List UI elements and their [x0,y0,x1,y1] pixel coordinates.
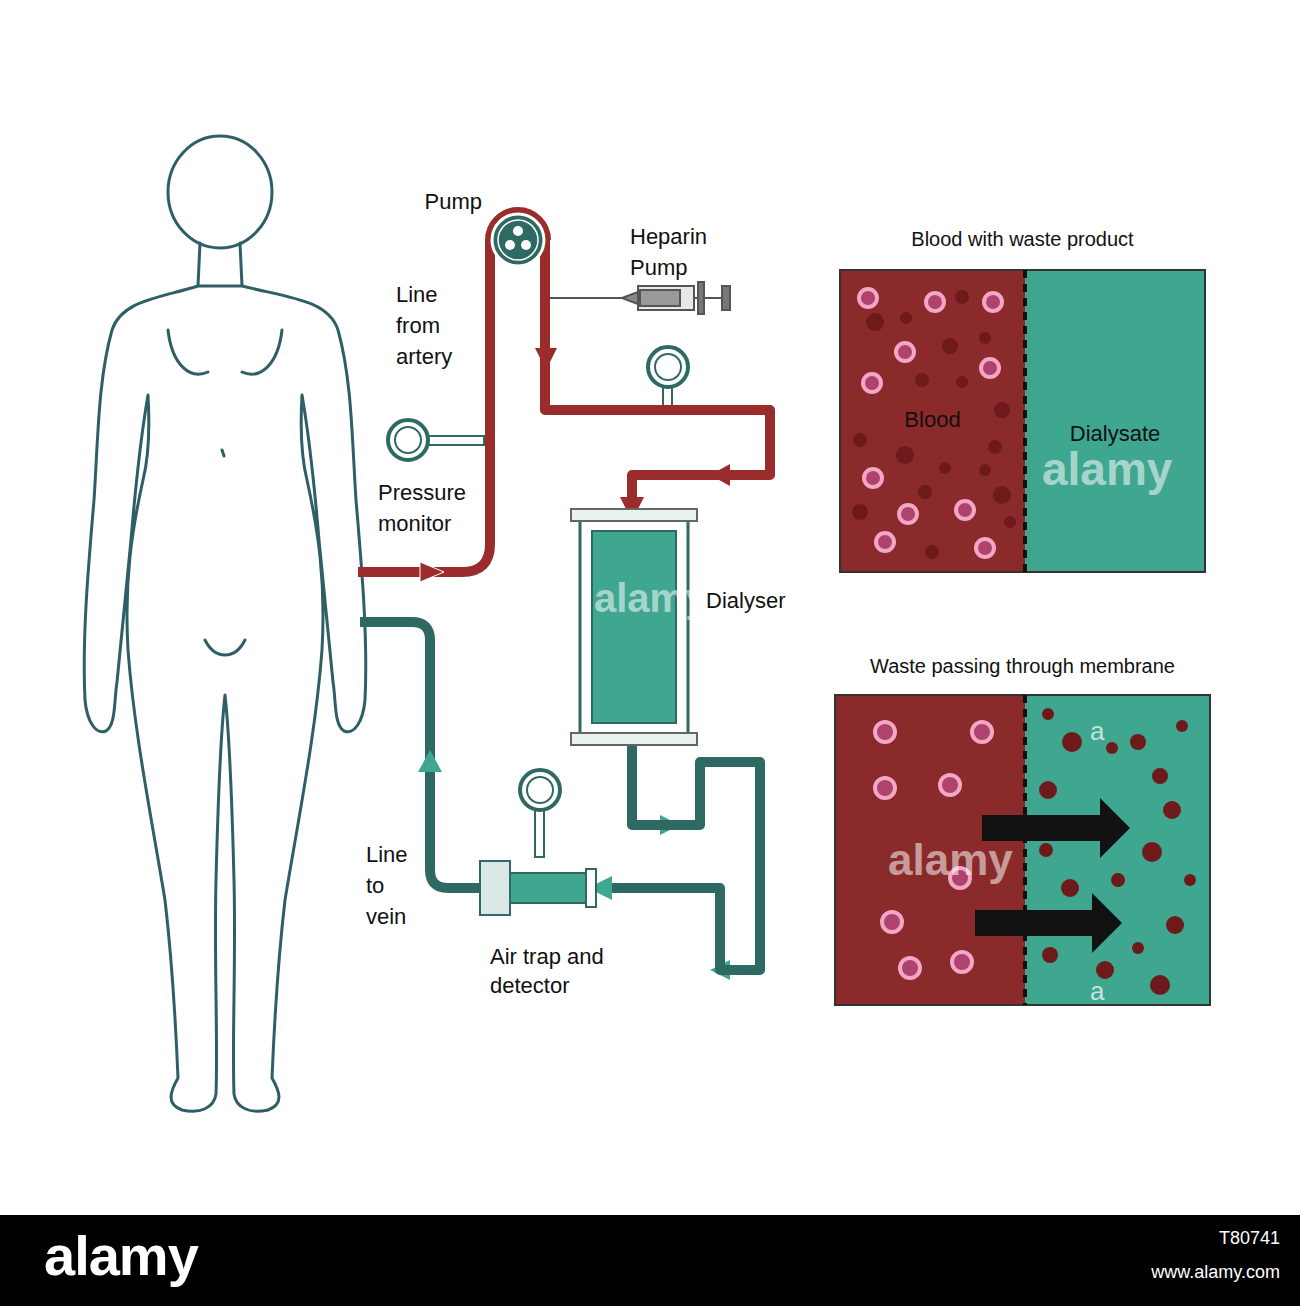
node-label: Pump [412,188,482,217]
blood-line [545,240,770,509]
watermark: alamy [888,838,1018,882]
pump-rotor: Pump [490,212,546,268]
watermark: alamy [594,578,694,618]
human-figure [84,136,366,1111]
watermark-logo: alamy [44,1228,264,1284]
watermark: a [1090,718,1120,744]
pressure-monitor [388,420,484,460]
blood-line [600,745,760,970]
node-label: Waste passing through membrane [820,653,1225,679]
diffusion-panel-after [835,695,1210,1005]
pressure-monitor [520,770,560,857]
diffusion-panel: Blood with waste productBloodDialysate [840,270,1205,572]
line-label: Line from artery [396,280,486,372]
node-label: Dialysate [1025,420,1205,449]
component-label: Heparin Pump [630,222,730,284]
watermark-url: www.alamy.com [1080,1262,1280,1284]
air-trap: Air trap and detector [478,857,598,919]
pressure-monitor [648,347,688,414]
node-label: Blood [875,406,990,435]
node-label: Dialyser [706,587,826,616]
watermark: a [1090,978,1120,1004]
watermark: alamy [1042,446,1182,492]
image-id: T80741 [1140,1228,1280,1250]
dialyser-cartridge: Dialyser [570,507,698,747]
node-label: Air trap and detector [490,943,608,1000]
line-label: Line to vein [366,840,428,932]
node-label: Blood with waste product [825,226,1220,252]
dialysate-region: Dialysate [1025,270,1205,572]
watermark-bar [0,1215,1300,1306]
diffusion-panel-before [840,270,1205,572]
blood-region: Blood [840,270,1025,572]
heparin-syringe [546,282,730,314]
component-label: Pressure monitor [378,478,488,540]
